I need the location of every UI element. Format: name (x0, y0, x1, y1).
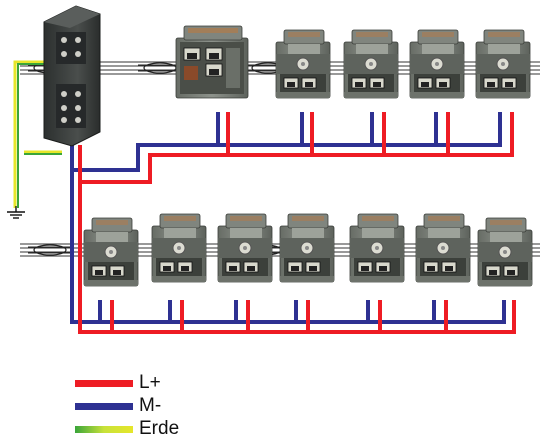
legend-label-m-minus: M- (139, 395, 162, 416)
m-minus-wiring (70, 112, 506, 324)
slave-module-with-rj45 (151, 213, 207, 283)
l-plus-wiring (78, 112, 516, 334)
slave-module-with-rj45 (415, 213, 471, 283)
slave-module-with-rj45 (343, 29, 399, 99)
slave-module-with-rj45 (477, 217, 533, 287)
m-minus-swatch (75, 403, 133, 410)
slave-module-with-rj45 (275, 29, 331, 99)
slave-module-with-rj45 (349, 213, 405, 283)
l-plus-swatch (75, 380, 133, 387)
earth-swatch (75, 426, 133, 433)
slave-module-with-rj45 (475, 29, 531, 99)
slave-module-with-rj45 (409, 29, 465, 99)
slave-module-with-rj45 (83, 217, 139, 287)
legend-label-l-plus: L+ (139, 372, 161, 393)
slave-module-with-rj45 (279, 213, 335, 283)
master-module-with-rj45 (175, 25, 249, 99)
ground-icon (7, 206, 25, 219)
slave-module-with-rj45 (217, 213, 273, 283)
power-supply-module (43, 5, 101, 147)
legend-label-earth: Erde (139, 418, 180, 439)
